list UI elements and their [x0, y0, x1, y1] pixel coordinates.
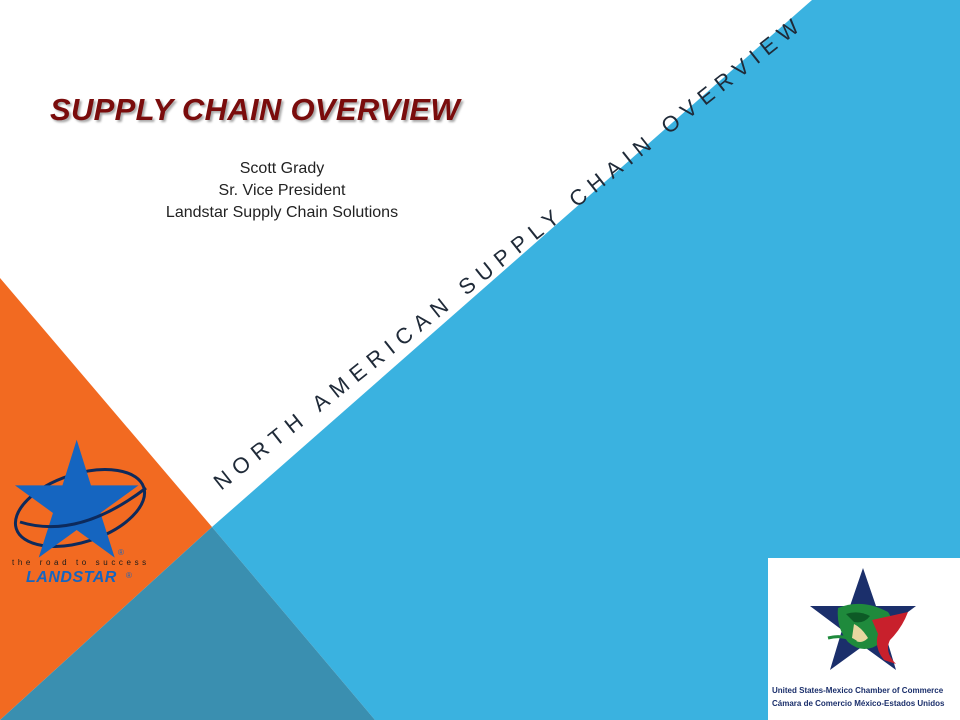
chamber-name-english: United States-Mexico Chamber of Commerce: [772, 686, 944, 695]
landstar-brand-registered-mark: ®: [126, 571, 132, 580]
landstar-registered-mark: ®: [118, 548, 124, 557]
landstar-logo: the road to success LANDSTAR ® ®: [8, 436, 158, 596]
landstar-brand: LANDSTAR: [26, 569, 117, 586]
landstar-tagline: the road to success: [12, 558, 150, 567]
presenter-company: Landstar Supply Chain Solutions: [165, 204, 399, 221]
blue-diagonal-band: [212, 0, 960, 720]
slide-title: SUPPLY CHAIN OVERVIEW: [50, 92, 460, 127]
landstar-star-icon: [13, 439, 147, 558]
presenter-role: Sr. Vice President: [218, 182, 346, 199]
teal-overlap-triangle: [0, 527, 375, 720]
chamber-star-icon: [810, 568, 916, 670]
chamber-logo: United States-Mexico Chamber of Commerce…: [768, 558, 960, 720]
presenter-info: Scott Grady Sr. Vice President Landstar …: [112, 158, 452, 224]
presenter-name: Scott Grady: [239, 160, 325, 177]
chamber-name-spanish: Cámara de Comercio México-Estados Unidos: [772, 699, 945, 708]
